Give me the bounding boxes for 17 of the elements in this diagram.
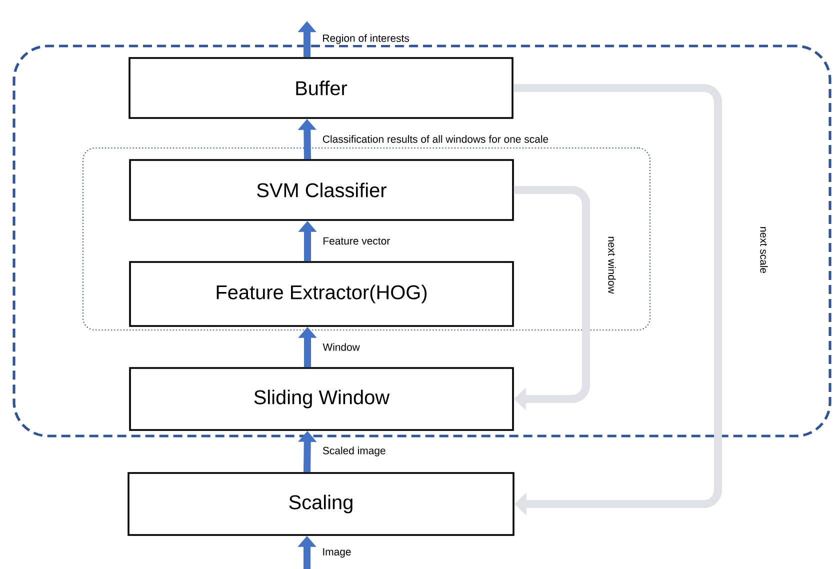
process-box: Buffer [128,57,514,119]
edge-label: Region of interests [323,34,410,44]
loop-arrow [514,186,590,410]
edge-label: Scaled image [322,446,386,456]
loop-arrow [513,84,722,516]
process-box: Sliding Window [129,367,514,431]
dotted-group-frame [82,147,651,331]
process-box: Feature Extractor(HOG) [129,261,514,327]
edge-label: Window [322,343,360,351]
edge-label: Classification results of all windows for one scale [322,135,548,143]
process-box: Scaling [128,472,514,536]
edge-label: next window [608,236,616,294]
dashed-group-frame [12,44,832,438]
edge-label: Feature vector [324,237,390,245]
edge-label: Image [323,548,351,558]
process-box: SVM Classifier [129,159,514,221]
edge-label: next scale [760,227,768,274]
